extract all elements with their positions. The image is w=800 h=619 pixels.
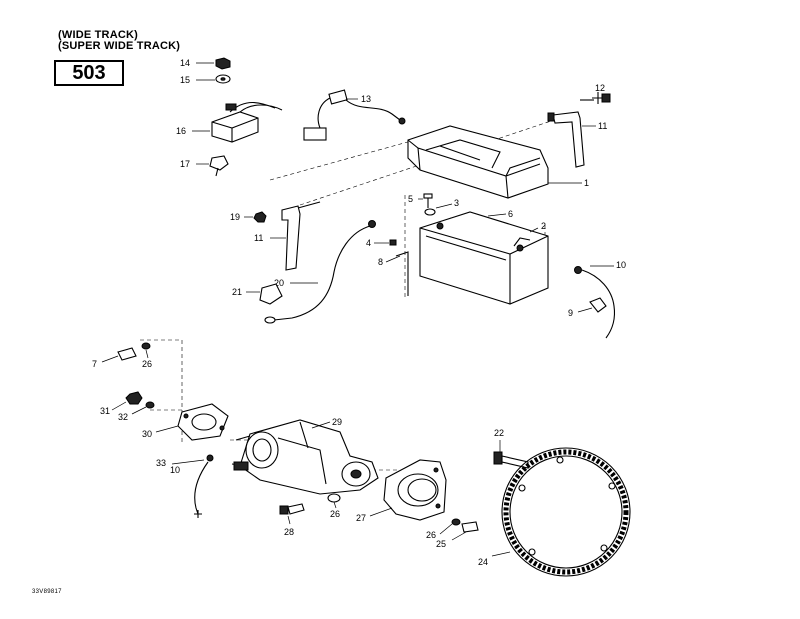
part-11-strap-lower: 11 <box>254 201 321 271</box>
part-15-washer: 15 <box>180 74 231 85</box>
callout-26-lower: 26 <box>426 530 436 540</box>
callout-12: 12 <box>595 83 605 93</box>
part-26-washer-top: 26 <box>141 342 152 369</box>
callout-6: 6 <box>508 209 513 219</box>
part-7-bolt: 7 <box>92 347 137 369</box>
part-31-nut: 31 <box>100 391 143 416</box>
part-3-washer: 3 <box>424 198 459 216</box>
callout-26-middle: 26 <box>330 509 340 519</box>
callout-21: 21 <box>232 287 242 297</box>
callout-2: 2 <box>541 221 546 231</box>
part-14-nut: 14 <box>180 57 231 70</box>
callout-29: 29 <box>332 417 342 427</box>
part-25-bolt: 25 <box>436 521 479 549</box>
part-26-washer-lower: 26 <box>426 518 461 540</box>
callout-8: 8 <box>378 257 383 267</box>
callout-24: 24 <box>478 557 488 567</box>
callout-10-lower: 10 <box>170 465 180 475</box>
part-1-battery-cover: 1 <box>407 125 589 199</box>
part-12-bolt: 12 <box>580 83 611 104</box>
part-32-washer: 32 <box>118 401 155 422</box>
callout-31: 31 <box>100 406 110 416</box>
callout-1: 1 <box>584 178 589 188</box>
header-wide-track: (WIDE TRACK) <box>58 29 138 41</box>
part-20-cable: 20 <box>264 220 376 324</box>
part-22-bolt: 22 <box>493 428 529 469</box>
callout-9: 9 <box>568 308 573 318</box>
callout-17: 17 <box>180 159 190 169</box>
callout-13: 13 <box>361 94 371 104</box>
part-5-screw: 5 <box>408 193 433 208</box>
part-33-cable: 33 10 <box>156 454 214 518</box>
callout-22: 22 <box>494 428 504 438</box>
callout-32: 32 <box>118 412 128 422</box>
part-29-starter-motor: 29 <box>231 417 379 495</box>
part-8-terminal: 8 <box>378 251 409 296</box>
part-13-harness: 13 <box>303 89 406 141</box>
part-11-strap-upper: 11 <box>547 111 607 168</box>
part-27-support: 27 <box>356 459 447 523</box>
callout-4: 4 <box>366 238 371 248</box>
part-2-battery: 2 <box>419 211 549 305</box>
drawing-code: 33V89817 <box>32 589 62 595</box>
callout-11-lower: 11 <box>254 233 263 243</box>
part-21-boot: 21 <box>232 283 283 305</box>
part-16-regulator: 16 <box>176 101 283 143</box>
part-30-bracket: 30 <box>142 403 229 441</box>
part-10-positive-cable: 10 <box>574 260 626 339</box>
callout-19: 19 <box>230 212 240 222</box>
header-super-wide-track: (SUPER WIDE TRACK) <box>58 40 181 52</box>
callout-5: 5 <box>408 194 413 204</box>
callout-33: 33 <box>156 458 166 468</box>
callout-16: 16 <box>176 126 186 136</box>
part-24-ring-gear: 24 <box>478 447 631 577</box>
callout-15: 15 <box>180 75 190 85</box>
part-26-washer-middle: 26 <box>327 493 341 519</box>
callout-10-upper: 10 <box>616 260 626 270</box>
callout-27: 27 <box>356 513 366 523</box>
callout-20: 20 <box>274 278 284 288</box>
callout-14: 14 <box>180 58 190 68</box>
callout-28: 28 <box>284 527 294 537</box>
callout-25: 25 <box>436 539 446 549</box>
part-4-nut: 4 <box>366 238 397 248</box>
callout-30: 30 <box>142 429 152 439</box>
part-19-nut: 19 <box>230 211 267 223</box>
callout-26-top: 26 <box>142 359 152 369</box>
callout-3: 3 <box>454 198 459 208</box>
part-9-terminal: 9 <box>568 297 607 318</box>
callout-7: 7 <box>92 359 97 369</box>
callout-11-upper: 11 <box>598 121 607 131</box>
page-number-box: 503 <box>54 60 124 86</box>
part-17-fuse-holder: 17 <box>180 155 229 177</box>
part-28-bolt: 28 <box>279 503 305 537</box>
